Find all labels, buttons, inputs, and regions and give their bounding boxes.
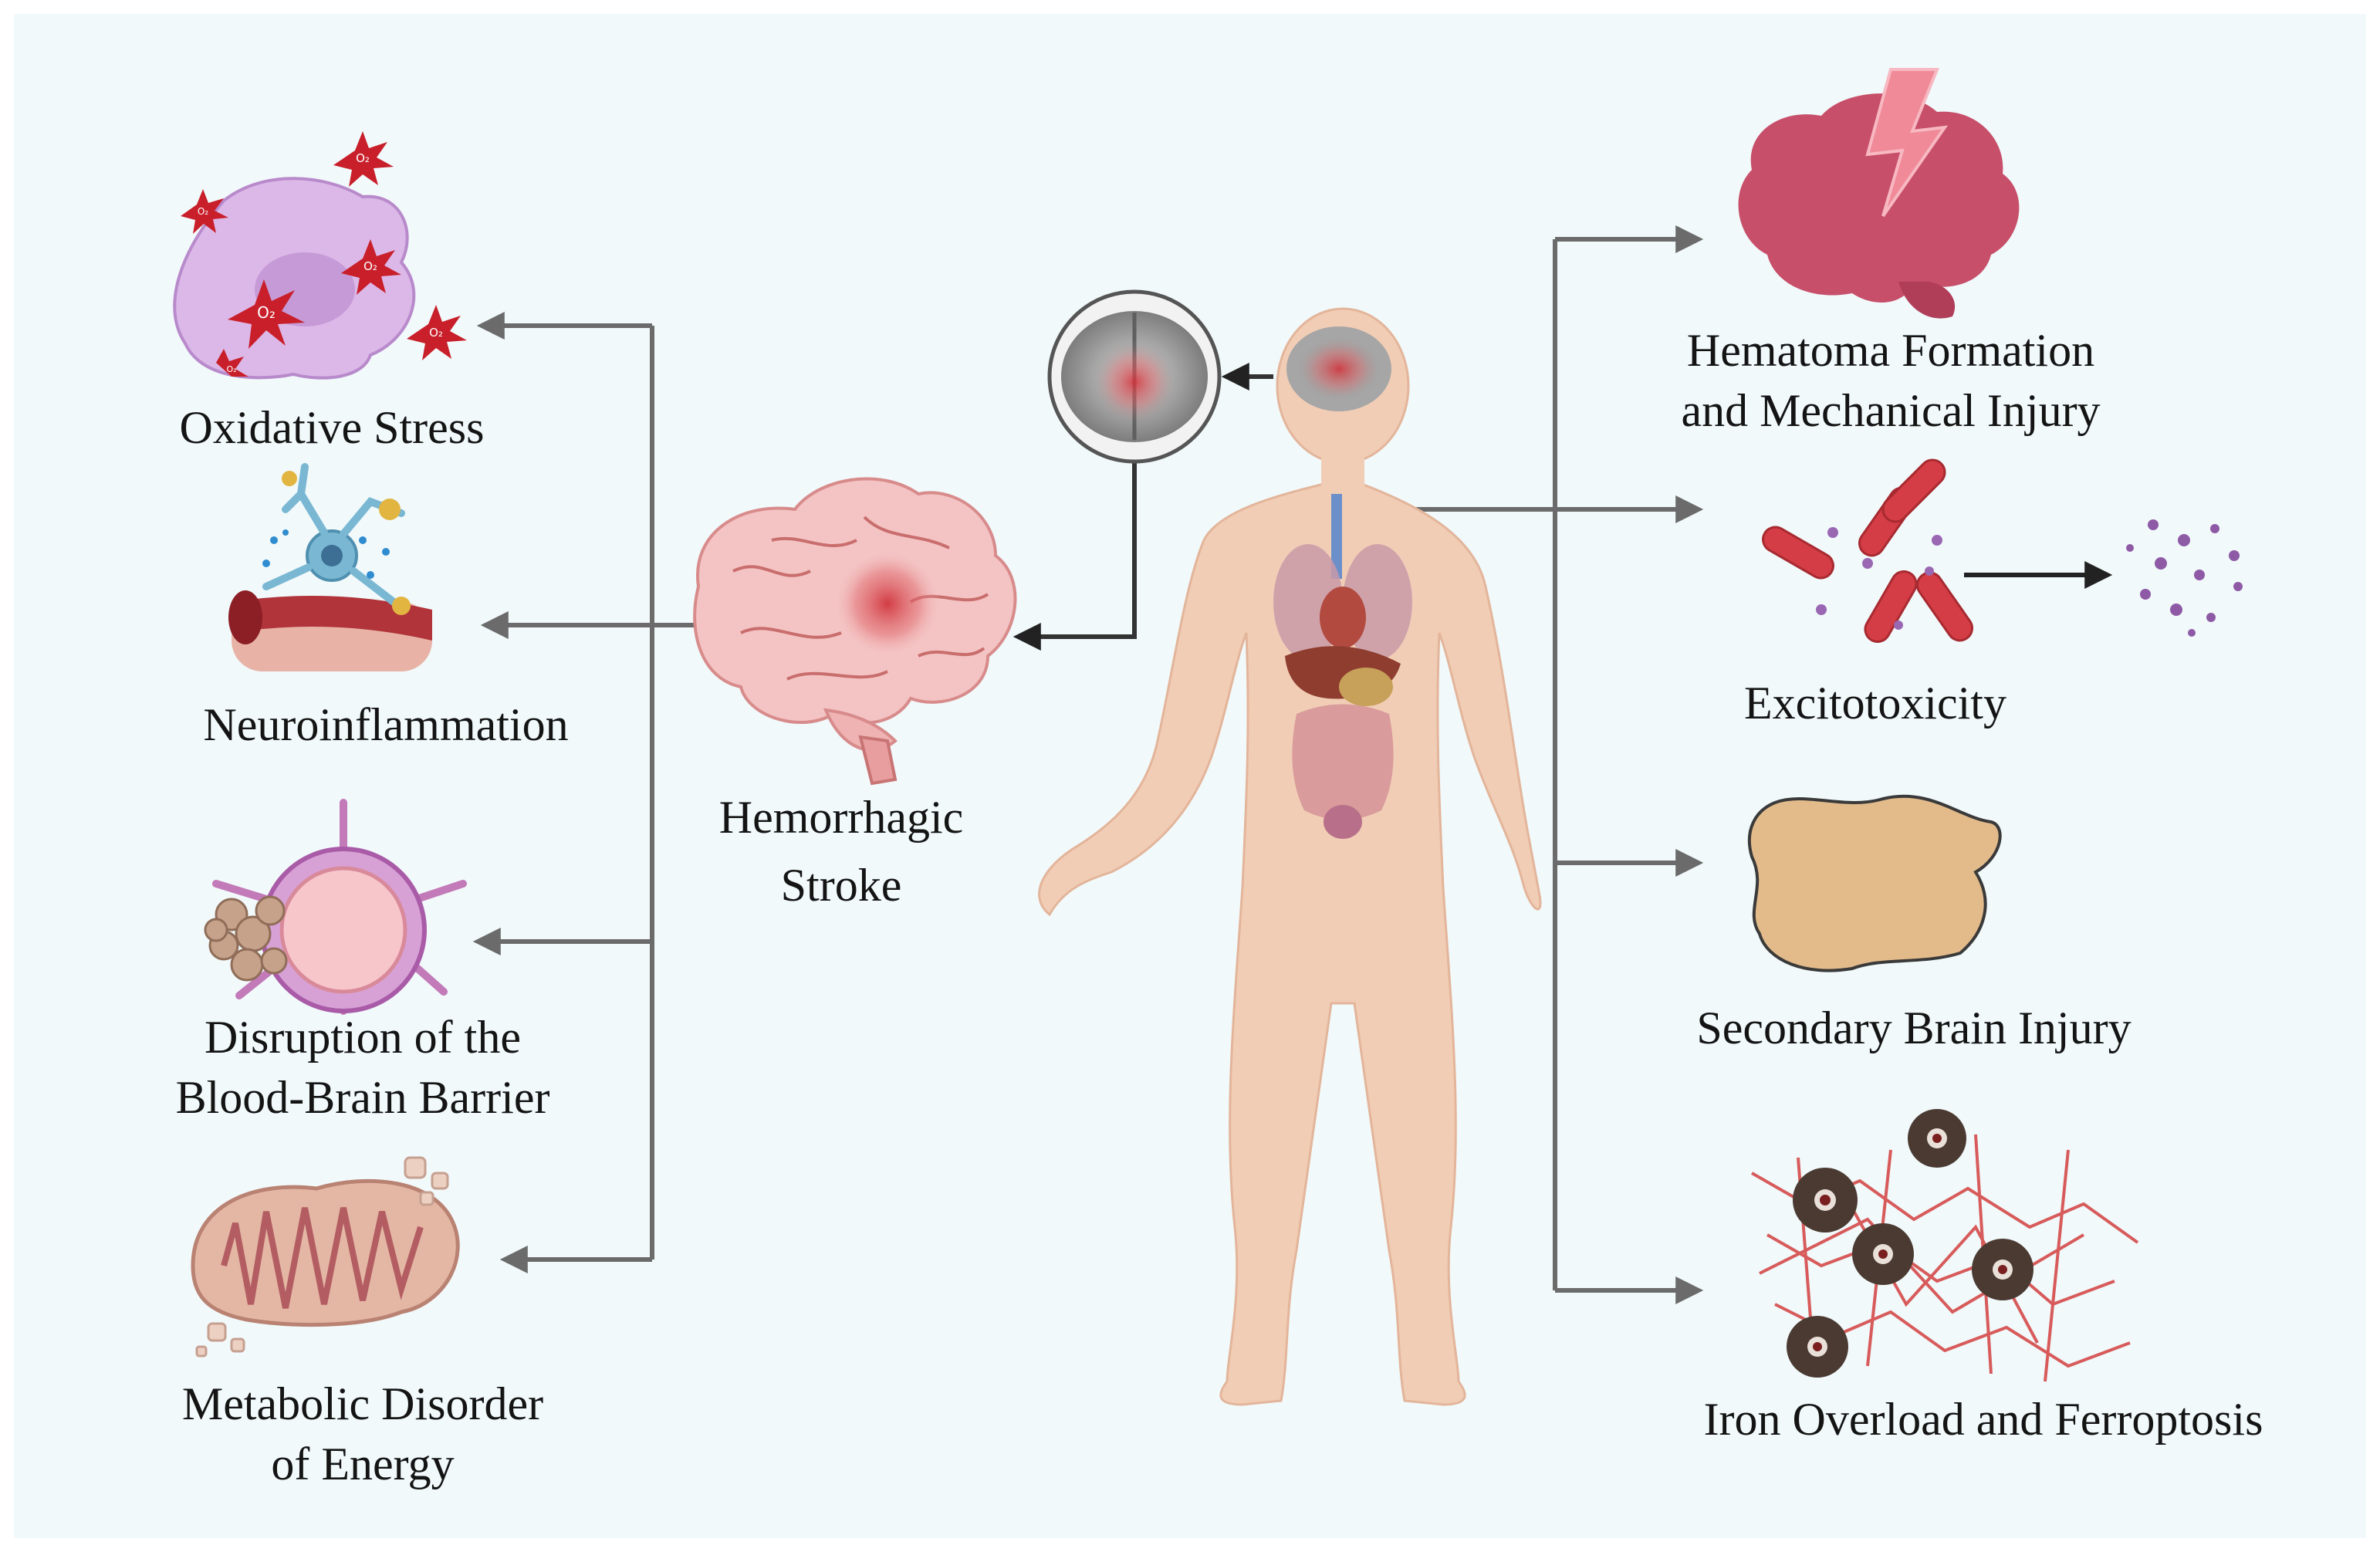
left-item-label-line2: Blood-Brain Barrier <box>175 1072 550 1123</box>
ion-label: O₂ <box>257 303 276 322</box>
glutamate-receptor-icon <box>1762 458 2243 643</box>
inset-connectors <box>1013 363 1273 651</box>
hemorrhagic-brain-icon <box>693 477 1017 786</box>
center-label-line1: Hemorrhagic <box>718 792 964 843</box>
center-label: Hemorrhagic Stroke <box>671 787 1011 915</box>
brain-slice-inset-icon <box>1047 289 1222 464</box>
left-connectors <box>472 312 698 1273</box>
right-item-label: Iron Overload and Ferroptosis <box>1644 1389 2323 1449</box>
left-item-label-line1: Neuroinflammation <box>203 699 569 750</box>
blood-vessel-cross-section-icon <box>204 799 467 1015</box>
ion-label: O₂ <box>429 326 443 340</box>
right-connectors <box>1412 225 1704 1304</box>
right-item-label-line1: Excitotoxicity <box>1744 678 2006 729</box>
right-item-label: Excitotoxicity <box>1644 673 2107 733</box>
human-body-icon <box>1038 307 1542 1406</box>
mitochondrion-icon <box>191 1156 460 1358</box>
right-item-label-line1: Secondary Brain Injury <box>1696 1003 2132 1053</box>
ion-star-icon: O₂ <box>341 239 401 295</box>
left-item-label-line2: of Energy <box>271 1439 455 1489</box>
right-item-label: Secondary Brain Injury <box>1644 998 2184 1058</box>
ion-star-icon: O₂ <box>407 305 467 360</box>
ion-star-icon: O₂ <box>228 279 305 349</box>
ion-label: O₂ <box>363 259 377 273</box>
right-item-label-line1: Hematoma Formation <box>1686 325 2095 376</box>
ion-star-icon: O₂ <box>216 349 248 377</box>
neuron-vessel-icon <box>228 463 432 671</box>
ion-star-icon: O₂ <box>181 189 228 234</box>
brain-lightning-icon <box>1738 68 2020 319</box>
tissue-blob-icon <box>1747 794 2002 972</box>
center-label-line2: Stroke <box>780 860 902 911</box>
oxidative-stress-cell-icon: O₂ O₂ O₂ O₂ O₂ O₂ <box>173 131 467 380</box>
left-item-label-line1: Oxidative Stress <box>179 402 485 453</box>
ion-label: O₂ <box>356 151 370 165</box>
left-item-label: Oxidative Stress <box>116 397 548 458</box>
left-item-label: Disruption of the Blood-Brain Barrier <box>116 1007 610 1128</box>
left-item-label-line1: Disruption of the <box>205 1012 521 1063</box>
ion-star-icon: O₂ <box>333 131 394 187</box>
ion-label: O₂ <box>198 206 208 217</box>
organs-icon <box>1273 494 1412 839</box>
left-item-label: Metabolic Disorder of Energy <box>116 1374 610 1494</box>
iron-deposit-network-icon <box>1751 1109 2139 1382</box>
right-item-label-line2: and Mechanical Injury <box>1681 385 2101 436</box>
ion-label: O₂ <box>226 364 236 374</box>
right-item-label: Hematoma Formation and Mechanical Injury <box>1644 320 2138 441</box>
left-item-label-line1: Metabolic Disorder <box>181 1378 544 1429</box>
left-item-label: Neuroinflammation <box>116 695 656 755</box>
right-item-label-line1: Iron Overload and Ferroptosis <box>1703 1394 2263 1445</box>
